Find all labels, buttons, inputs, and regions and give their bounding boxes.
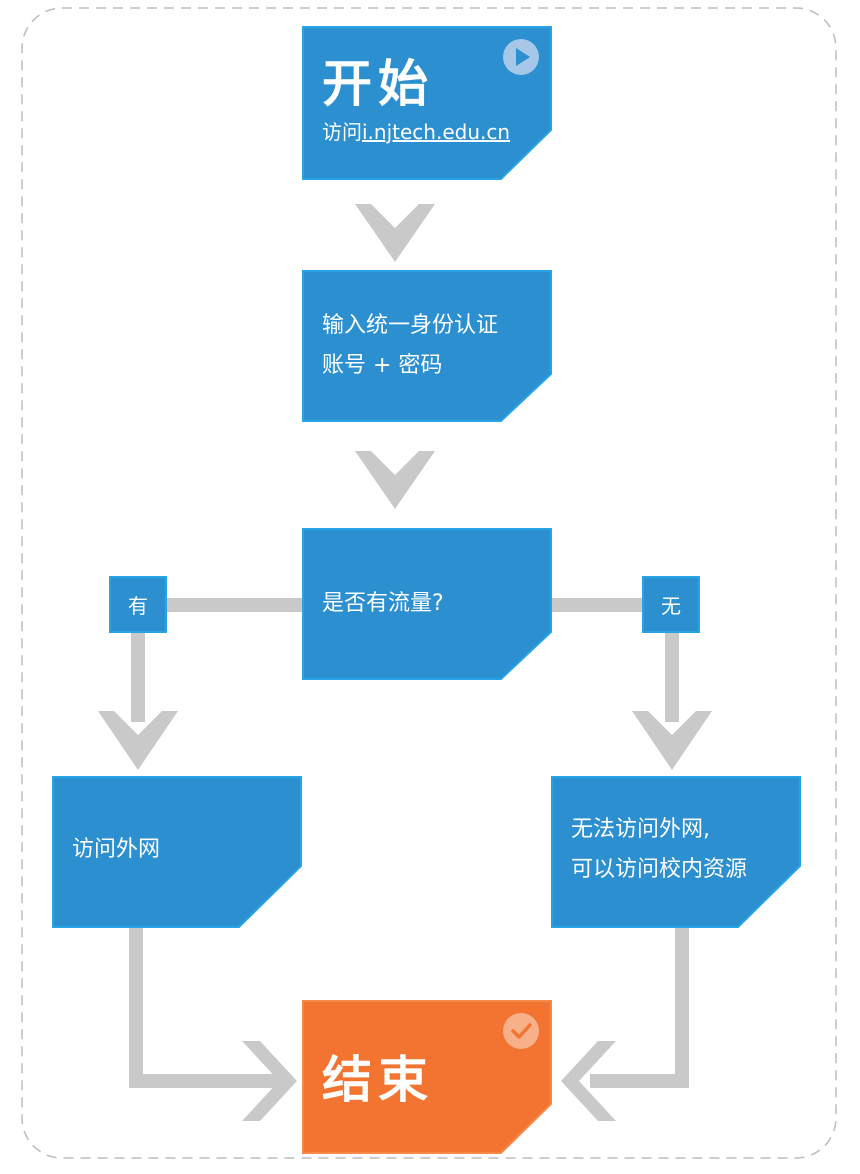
login-node-shape [302,270,552,422]
start-node: 开始 访问i.njtech.edu.cn [302,26,552,180]
result-yes-node-shape [52,776,302,928]
result-no-text: 无法访问外网, 可以访问校内资源 [571,817,748,882]
check-icon [503,1013,539,1049]
line-no-down [665,632,679,722]
end-node: 结束 [302,1000,552,1154]
arrow-right-to-end [242,1041,297,1121]
branch-yes-tag: 有 [109,576,167,633]
decision-text: 是否有流量? [322,591,444,616]
result-yes-text: 访问外网 [72,837,161,862]
decision-node-shape [302,528,552,680]
decision-node: 是否有流量? [302,528,552,680]
line-yes-to-end-horizontal [129,1074,279,1088]
play-icon[interactable] [502,38,540,76]
end-title: 结束 [322,1051,434,1109]
line-to-yes [167,598,304,612]
result-no-node-shape [551,776,801,928]
arrow-down-no [632,711,712,770]
line-yes-down [131,632,145,722]
start-title: 开始 [322,55,434,113]
branch-no-tag: 无 [642,576,700,633]
result-yes-node: 访问外网 [52,776,302,928]
start-link[interactable]: i.njtech.edu.cn [362,120,511,144]
start-prefix: 访问 [322,120,362,144]
start-subtitle: 访问i.njtech.edu.cn [322,118,538,146]
result-no-node: 无法访问外网, 可以访问校内资源 [551,776,801,928]
arrow-left-to-end [561,1041,616,1121]
arrow-down-start-login [355,204,435,262]
end-node-shape [302,1000,552,1154]
line-no-to-end-horizontal [590,1074,689,1088]
line-no-to-end-vertical [675,928,689,1088]
line-to-no [551,598,643,612]
login-node: 输入统一身份认证 账号 + 密码 [302,270,552,422]
start-node-shape [302,26,552,180]
arrow-down-yes [98,711,178,770]
login-text: 输入统一身份认证 账号 + 密码 [322,313,499,378]
line-yes-to-end-vertical [129,928,143,1088]
arrow-down-login-decision [355,451,435,509]
